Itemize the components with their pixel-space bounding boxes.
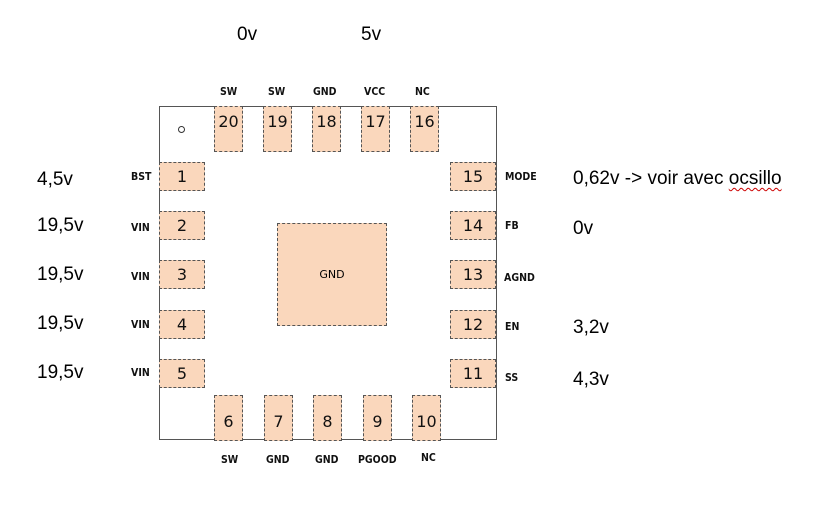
pin-1-indicator-icon: [178, 126, 185, 133]
pin-15: 15: [450, 162, 496, 191]
pin-1: 1: [159, 162, 205, 191]
pin-3: 3: [159, 260, 205, 289]
pin-10: 10: [412, 395, 441, 441]
exposed-pad-label: GND: [319, 268, 345, 281]
pin-9: 9: [363, 395, 392, 441]
pin-7: 7: [264, 395, 293, 441]
pin-number: 19: [267, 112, 288, 131]
pin-13: 13: [450, 260, 496, 289]
pin-label-13: AGND: [504, 272, 535, 284]
pin-number: 13: [462, 265, 484, 284]
voltage-pin-5: 19,5v: [37, 362, 84, 383]
pin-label-1: BST: [131, 171, 152, 183]
pin-2: 2: [159, 211, 205, 240]
pin-number: 7: [273, 412, 284, 431]
voltage-pin-2: 19,5v: [37, 215, 84, 236]
pin-8: 8: [313, 395, 342, 441]
voltage-pin-15: 0,62v -> voir avec ocsillo: [573, 168, 782, 190]
pin-number: 14: [462, 216, 484, 235]
pin-label-5: VIN: [131, 367, 150, 379]
pin-number: 5: [176, 364, 188, 383]
pin-label-20: SW: [220, 86, 238, 98]
pin-6: 6: [214, 395, 243, 441]
pin-number: 2: [176, 216, 188, 235]
pin-number: 10: [416, 412, 437, 431]
pin-5: 5: [159, 359, 205, 388]
pin-number: 15: [462, 167, 484, 186]
pin-18: 18: [312, 106, 341, 152]
pin-20: 20: [214, 106, 243, 152]
voltage-pin-15-value: 0,62v -> voir avec: [573, 168, 729, 189]
voltage-pin-3: 19,5v: [37, 264, 84, 285]
pin-label-2: VIN: [131, 222, 150, 234]
pin-label-11: SS: [505, 372, 519, 384]
pin-label-18: GND: [313, 86, 337, 98]
spellcheck-flagged-word: ocsillo: [728, 168, 782, 189]
pin-17: 17: [361, 106, 390, 152]
pin-label-19: SW: [268, 86, 286, 98]
voltage-pin-1: 4,5v: [37, 169, 73, 190]
pin-label-4: VIN: [131, 319, 150, 331]
pin-number: 6: [223, 412, 234, 431]
pin-number: 1: [176, 167, 188, 186]
pin-label-9: PGOOD: [358, 454, 397, 466]
pin-number: 12: [462, 315, 484, 334]
pin-label-10: NC: [421, 452, 436, 464]
pin-12: 12: [450, 310, 496, 339]
pin-11: 11: [450, 359, 496, 388]
pin-4: 4: [159, 310, 205, 339]
pin-label-7: GND: [266, 454, 290, 466]
pin-number: 3: [176, 265, 188, 284]
pin-number: 8: [322, 412, 333, 431]
pin-label-14: FB: [505, 220, 519, 232]
pin-number: 20: [218, 112, 239, 131]
pin-number: 16: [414, 112, 435, 131]
pin-number: 4: [176, 315, 188, 334]
voltage-pin-12: 3,2v: [573, 317, 609, 338]
pin-label-15: MODE: [505, 171, 537, 183]
voltage-pin-4: 19,5v: [37, 313, 84, 334]
pin-label-16: NC: [415, 86, 430, 98]
pin-label-12: EN: [505, 321, 520, 333]
pin-14: 14: [450, 211, 496, 240]
pin-number: 17: [365, 112, 386, 131]
voltage-vcc: 5v: [361, 24, 382, 45]
voltage-pin-14: 0v: [573, 218, 594, 239]
pin-19: 19: [263, 106, 292, 152]
pin-number: 11: [462, 364, 484, 383]
voltage-sw-top: 0v: [237, 24, 258, 45]
exposed-ground-pad: GND: [277, 223, 387, 326]
pin-label-8: GND: [315, 454, 339, 466]
pin-label-17: VCC: [364, 86, 386, 98]
pin-number: 18: [316, 112, 337, 131]
pin-16: 16: [410, 106, 439, 152]
voltage-pin-11: 4,3v: [573, 369, 609, 390]
pin-label-6: SW: [221, 454, 239, 466]
pin-number: 9: [372, 412, 383, 431]
pin-label-3: VIN: [131, 271, 150, 283]
